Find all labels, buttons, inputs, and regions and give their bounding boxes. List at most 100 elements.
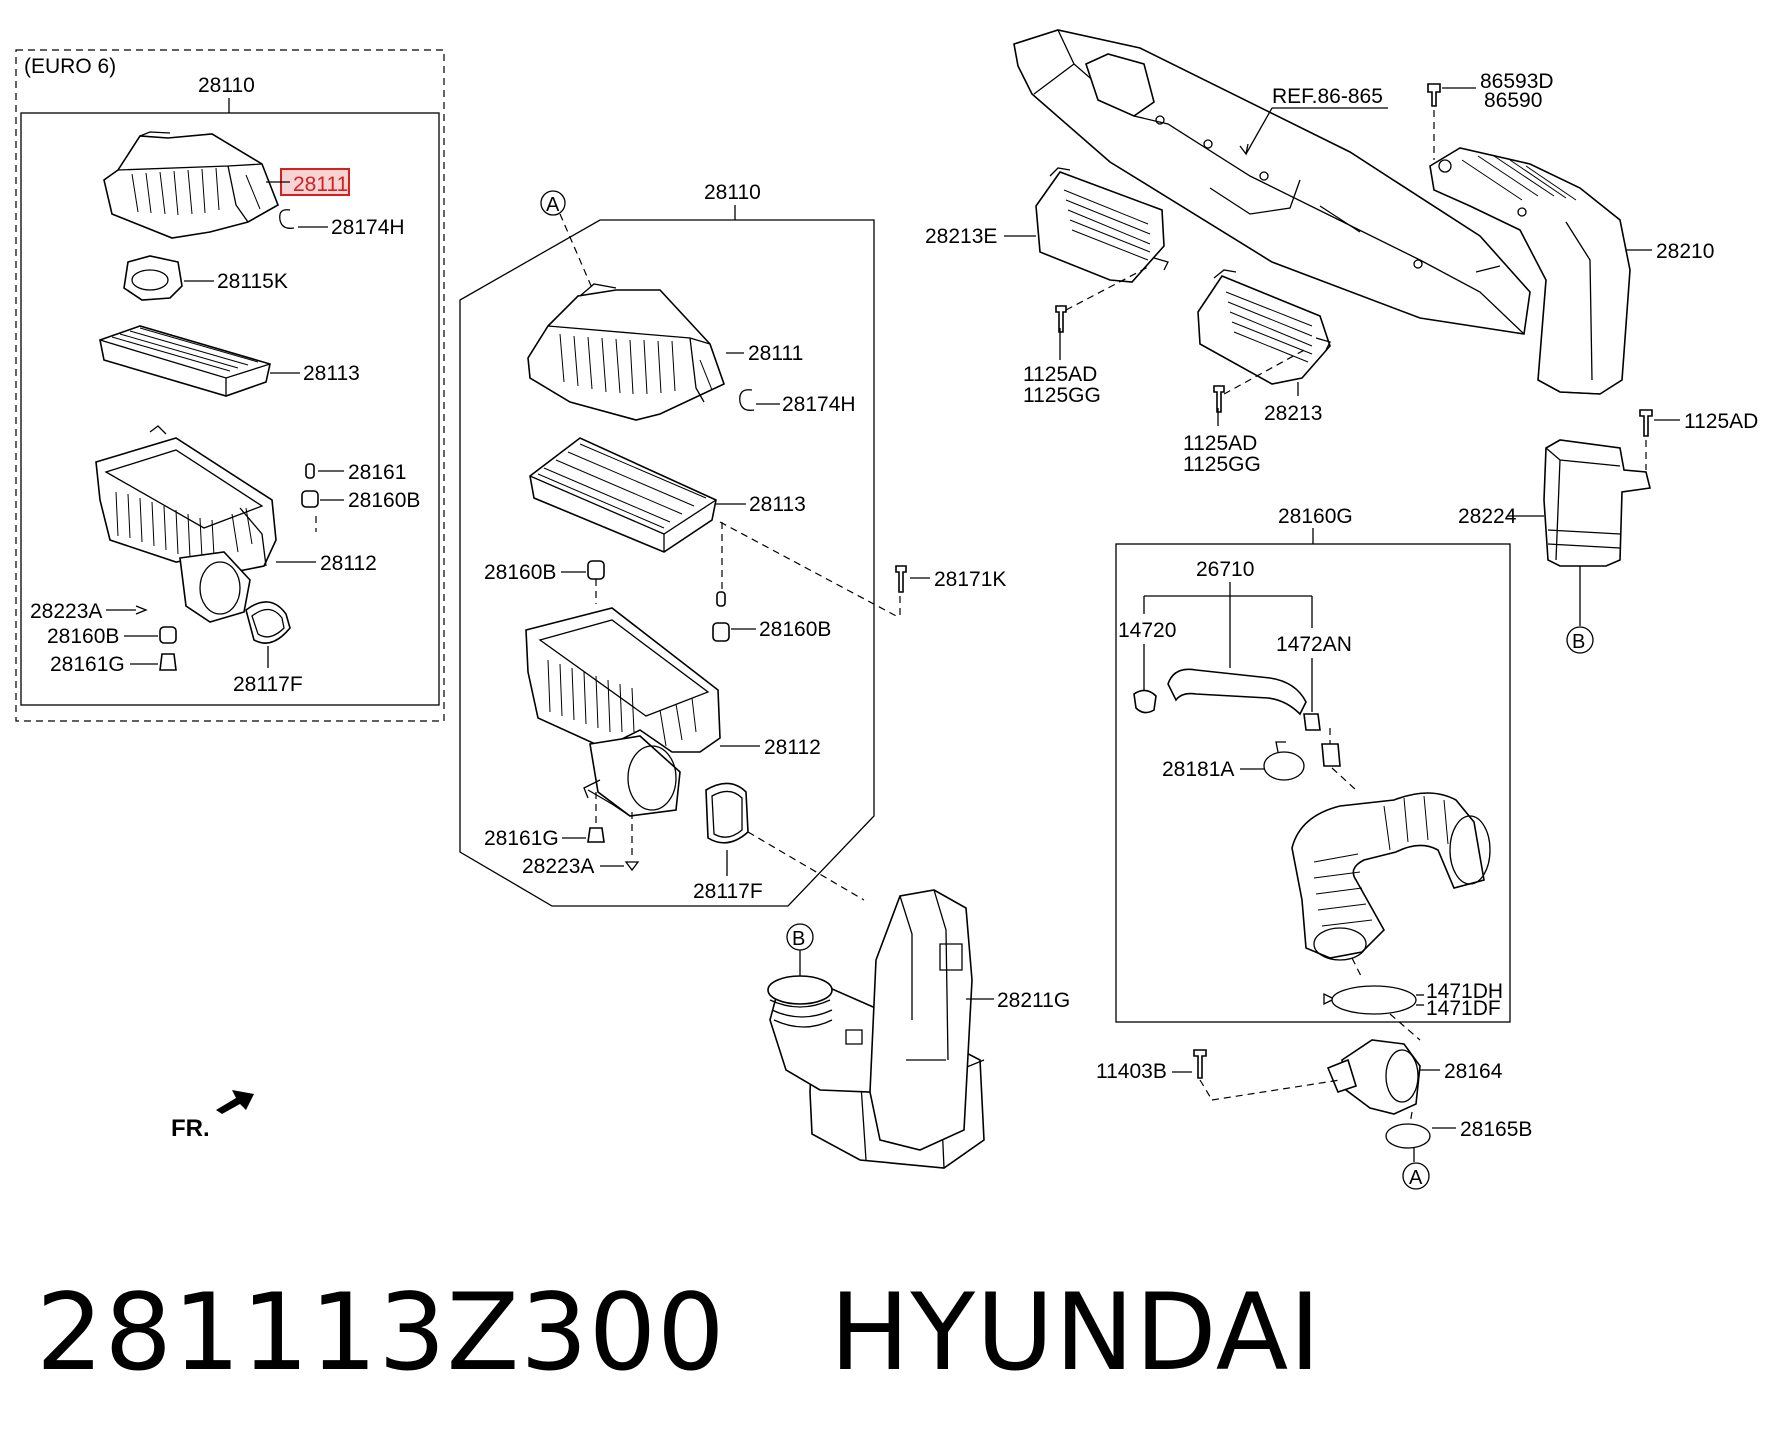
main-air-filter[interactable] [529, 437, 717, 553]
intake-hose[interactable] [1291, 792, 1491, 961]
marker-b-left-label: B [792, 928, 805, 950]
guide-callout[interactable]: 28213 [1264, 402, 1322, 425]
adapter-callout[interactable]: 28224 [1458, 505, 1517, 528]
hose-clamp-right-callout[interactable]: 1472AN [1276, 633, 1352, 656]
bolts-mid[interactable] [1213, 385, 1225, 413]
front-direction-indicator: FR. [171, 1090, 254, 1142]
part-number: 281113Z300 [36, 1271, 726, 1394]
inset-clip[interactable] [279, 209, 295, 229]
main-bolt-callout[interactable]: 28171K [934, 568, 1006, 591]
main-bracket[interactable] [624, 861, 640, 872]
radiator-support-upper[interactable] [1013, 29, 1531, 335]
bolts-left-callout-2[interactable]: 1125GG [1023, 384, 1101, 407]
resonator-assembly[interactable] [767, 889, 985, 1169]
marker-b-right-label: B [1572, 631, 1585, 653]
main-air-cleaner-cover[interactable] [527, 283, 725, 421]
hose-clamp-left[interactable] [1133, 689, 1157, 714]
main-grommet-b-right[interactable] [712, 622, 730, 642]
clip-b-callout[interactable]: 86590 [1484, 89, 1542, 112]
inset-grommet-top[interactable] [305, 463, 315, 479]
inset-bracket[interactable] [135, 605, 148, 615]
inset-cover-callout[interactable]: 28111 [293, 173, 348, 196]
inset-grommet-b[interactable] [301, 490, 319, 508]
main-grommet-b-left-callout[interactable]: 28160B [484, 561, 556, 584]
hose-connector[interactable] [1321, 743, 1341, 767]
clip-86593d[interactable] [1427, 83, 1441, 107]
clamp-small-callout[interactable]: 28181A [1162, 758, 1234, 781]
main-filter-callout[interactable]: 28113 [749, 493, 806, 516]
main-clip[interactable] [739, 389, 755, 411]
front-arrow-icon [216, 1090, 254, 1114]
marker-a-bottom [1402, 1162, 1430, 1190]
hose-clamp-left-callout[interactable]: 14720 [1118, 619, 1176, 642]
bolts-mid-callout-1[interactable]: 1125AD [1183, 432, 1257, 455]
hose-clamp-right[interactable] [1303, 713, 1321, 731]
inset-air-filter[interactable] [99, 325, 271, 397]
inset-grommet-g[interactable] [159, 653, 177, 671]
main-assembly-callout[interactable]: 28110 [704, 181, 761, 204]
inset-clip-callout[interactable]: 28174H [331, 216, 405, 239]
inset-filter-callout[interactable]: 28113 [303, 362, 360, 385]
breather-hose[interactable] [1167, 668, 1307, 716]
clamp-big[interactable] [1331, 985, 1417, 1015]
hose-callout[interactable]: 26710 [1196, 558, 1254, 581]
inset-duct-callout[interactable]: 28115K [217, 270, 288, 293]
air-guide[interactable] [1197, 269, 1331, 385]
highlighted-part-box[interactable] [280, 168, 350, 196]
air-guide-e[interactable] [1035, 167, 1169, 283]
guide-e-callout[interactable]: 28213E [925, 225, 997, 248]
main-grommet-pin[interactable] [716, 591, 726, 607]
bolt-right-callout[interactable]: 1125AD [1684, 410, 1758, 433]
main-grommet-g-callout[interactable]: 28161G [484, 827, 559, 850]
marker-b-right [1566, 626, 1594, 654]
main-grommet-b-right-callout[interactable]: 28160B [759, 618, 831, 641]
inset-grommet-g-callout[interactable]: 28161G [50, 653, 125, 676]
clamp-big-callout-2[interactable]: 1471DF [1426, 997, 1501, 1020]
clamp-big-callout-1[interactable]: 1471DH [1426, 980, 1503, 1003]
main-body-callout[interactable]: 28112 [764, 736, 821, 759]
inset-bracket-callout[interactable]: 28223A [30, 600, 102, 623]
bolts-left-callout-1[interactable]: 1125AD [1023, 363, 1097, 386]
bolt-sensor[interactable] [1193, 1049, 1207, 1079]
bolt-right[interactable] [1639, 409, 1653, 437]
sensor-callout[interactable]: 28164 [1444, 1060, 1503, 1083]
part-caption: 281113Z300 HYUNDAI [36, 1280, 1322, 1386]
inset-air-cleaner-cover[interactable] [103, 131, 279, 239]
main-bolt[interactable] [895, 565, 907, 593]
main-grommet-b-left[interactable] [587, 560, 605, 580]
main-seal[interactable] [705, 782, 749, 844]
main-clip-callout[interactable]: 28174H [782, 393, 856, 416]
inset-grommet-b-callout[interactable]: 28160B [348, 489, 420, 512]
main-bracket-callout[interactable]: 28223A [522, 855, 594, 878]
inset-solid-frame [20, 112, 440, 706]
inset-grommet-b2[interactable] [159, 626, 177, 644]
main-air-cleaner-body[interactable] [525, 607, 721, 817]
bolt-sensor-callout[interactable]: 11403B [1096, 1060, 1167, 1083]
snorkel-callout[interactable]: 28210 [1656, 240, 1714, 263]
inset-seal-callout[interactable]: 28117F [233, 673, 303, 696]
ref-callout[interactable]: REF.86-865 [1272, 85, 1383, 108]
intake-adapter[interactable] [1543, 439, 1651, 567]
inset-air-cleaner-body[interactable] [95, 425, 277, 623]
inset-body-callout[interactable]: 28112 [320, 552, 377, 575]
main-cover-callout[interactable]: 28111 [748, 342, 803, 365]
inset-seal[interactable] [245, 601, 291, 644]
resonator-callout[interactable]: 28211G [997, 989, 1070, 1012]
inset-duct[interactable] [123, 255, 183, 301]
clip-a-callout[interactable]: 86593D [1480, 70, 1554, 93]
clamp-small[interactable] [1263, 751, 1305, 781]
inset-grommet-top-callout[interactable]: 28161 [348, 461, 406, 484]
bolts-left[interactable] [1055, 305, 1067, 333]
inset-grommet-b2-callout[interactable]: 28160B [47, 625, 119, 648]
hose-assembly-callout[interactable]: 28160G [1278, 505, 1353, 528]
air-intake-snorkel[interactable] [1429, 147, 1631, 395]
marker-a-bottom-label: A [1409, 1167, 1423, 1189]
main-grommet-g[interactable] [587, 827, 605, 843]
oring-callout[interactable]: 28165B [1460, 1118, 1532, 1141]
airflow-sensor[interactable] [1326, 1039, 1421, 1115]
bolts-mid-callout-2[interactable]: 1125GG [1183, 453, 1261, 476]
main-seal-callout[interactable]: 28117F [693, 880, 763, 903]
o-ring[interactable] [1385, 1123, 1431, 1149]
marker-a-top [540, 190, 566, 216]
